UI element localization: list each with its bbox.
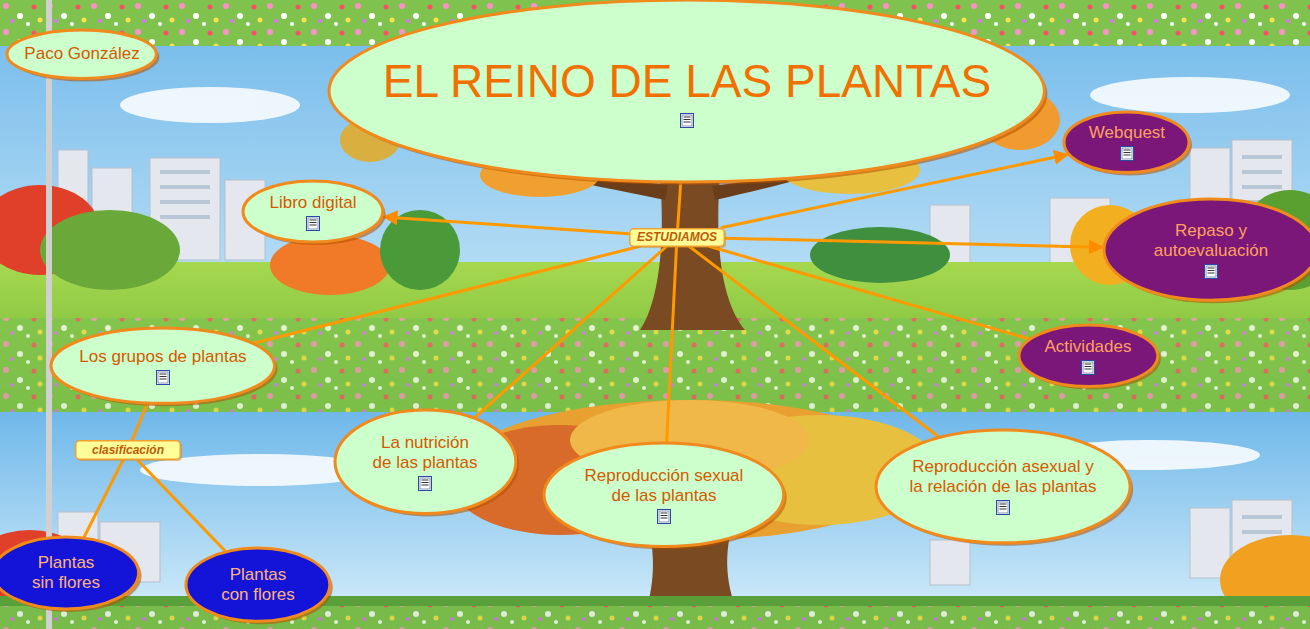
concept-label: Repaso y autoevaluación — [1136, 221, 1286, 262]
node-outline — [329, 0, 1044, 182]
resource-icon — [996, 500, 1010, 515]
node-outline — [1019, 325, 1158, 387]
node-outline — [876, 430, 1130, 543]
concept-ellipse — [49, 326, 277, 405]
concept-node: Paco González — [5, 28, 158, 81]
resource-icon — [1204, 264, 1218, 279]
resource-icon — [156, 370, 170, 385]
node-outline — [186, 548, 330, 621]
concept-label: La nutrición de las plantas — [361, 433, 489, 474]
node-outline — [1064, 112, 1189, 173]
connector — [255, 247, 639, 343]
resource-icon — [1120, 146, 1134, 161]
resource-icon — [657, 509, 671, 524]
connector — [678, 184, 681, 228]
concept-label: Actividades — [1045, 337, 1132, 357]
node-outline — [0, 537, 139, 609]
node-content: Actividades — [1045, 337, 1132, 375]
link-phrase-text: clasificación — [92, 443, 164, 457]
connector — [725, 238, 1102, 247]
node-content: Plantas con flores — [208, 565, 308, 606]
map-title: EL REINO DE LAS PLANTAS — [383, 54, 991, 109]
linking-phrase: clasificación — [75, 440, 181, 460]
node-content: Los grupos de plantas — [79, 347, 246, 385]
connector — [85, 460, 124, 536]
node-outline — [76, 441, 181, 460]
node-content: Repaso y autoevaluación — [1136, 221, 1286, 280]
connector — [476, 247, 667, 417]
node-outline — [335, 410, 516, 514]
concept-label: Plantas con flores — [208, 565, 308, 606]
connector — [132, 405, 146, 440]
node-content: Webquest — [1089, 123, 1165, 161]
node-content: Libro digital — [270, 193, 357, 231]
node-content: Plantas sin flores — [16, 553, 116, 594]
concept-node: Actividades — [1017, 323, 1160, 389]
connector — [689, 247, 937, 436]
connector — [384, 217, 629, 234]
concept-label: Los grupos de plantas — [79, 347, 246, 367]
resource-icon — [306, 216, 320, 231]
concept-label: Paco González — [24, 44, 139, 64]
concept-node: Webquest — [1062, 110, 1191, 175]
concept-label: Plantas sin flores — [16, 553, 116, 594]
concept-ellipse — [1062, 110, 1191, 175]
node-content: Reproducción sexual de las plantas — [578, 466, 750, 525]
node-outline — [7, 30, 156, 79]
concept-node: La nutrición de las plantas — [333, 408, 518, 516]
grass — [0, 0, 1310, 412]
side-bar — [46, 0, 52, 629]
concept-label: Webquest — [1089, 123, 1165, 143]
node-content: Reproducción asexual y la relación de la… — [907, 457, 1099, 516]
node-content: EL REINO DE LAS PLANTAS — [383, 54, 991, 127]
concept-ellipse — [241, 179, 385, 244]
concept-ellipse — [1017, 323, 1160, 389]
resource-icon — [680, 113, 694, 128]
concept-node: Reproducción sexual de las plantas — [542, 441, 786, 549]
link-phrase-text: ESTUDIAMOS — [637, 230, 717, 244]
concept-node: Los grupos de plantas — [49, 326, 277, 405]
node-content: ESTUDIAMOS — [637, 230, 717, 244]
node-outline — [544, 443, 784, 547]
connector — [667, 247, 677, 442]
node-content: Paco González — [24, 44, 139, 64]
concept-node: Reproducción asexual y la relación de la… — [874, 428, 1132, 545]
node-outline — [1104, 199, 1310, 300]
node-content: La nutrición de las plantas — [361, 433, 489, 492]
concept-node: Libro digital — [241, 179, 385, 244]
concept-node: Repaso y autoevaluación — [1102, 197, 1310, 302]
resource-icon — [418, 476, 432, 491]
node-outline — [243, 181, 383, 242]
concept-label: Reproducción asexual y la relación de la… — [907, 457, 1099, 498]
node-content: clasificación — [92, 443, 164, 457]
concept-node: Plantas con flores — [184, 546, 332, 623]
node-outline — [630, 228, 725, 246]
resource-icon — [1081, 360, 1095, 375]
concept-node: Plantas sin flores — [0, 535, 141, 611]
connector — [710, 247, 1028, 339]
tree-lower — [0, 400, 1310, 629]
concept-node: EL REINO DE LAS PLANTAS — [327, 0, 1046, 184]
linking-phrase: ESTUDIAMOS — [629, 228, 725, 247]
node-outline — [51, 328, 275, 403]
connector — [138, 460, 225, 551]
concept-label: Libro digital — [270, 193, 357, 213]
concept-label: Reproducción sexual de las plantas — [578, 466, 750, 507]
